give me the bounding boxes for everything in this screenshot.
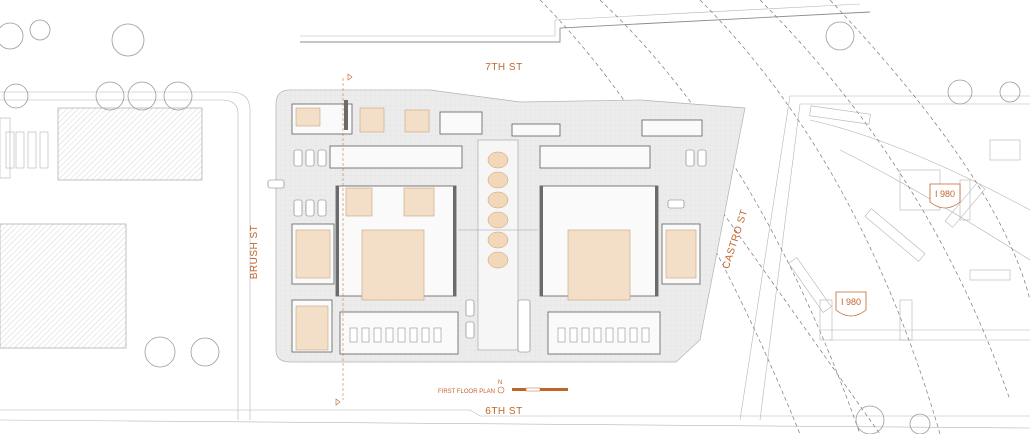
highway-shield-bottom: I 980	[835, 291, 867, 317]
scale-bar	[512, 387, 568, 392]
north-arrow-icon	[497, 386, 505, 394]
street-label-brush: BRUSH ST	[249, 225, 260, 280]
street-label-7th: 7TH ST	[485, 62, 522, 73]
left-housing-block	[291, 145, 463, 355]
street-label-castro: CASTRO ST	[721, 208, 751, 270]
neighbor-buildings	[0, 105, 1021, 349]
right-housing-block	[539, 145, 701, 355]
trees	[0, 19, 1021, 434]
highway-shield-top: I 980	[929, 183, 961, 209]
road-network	[0, 3, 1030, 429]
central-spine	[458, 139, 538, 351]
plan-title: FIRST FLOOR PLAN	[438, 389, 495, 395]
plan-legend: FIRST FLOOR PLAN N	[438, 380, 568, 395]
highway-shield-bottom-label: I 980	[841, 297, 861, 307]
top-buildings	[291, 100, 703, 137]
section-markers	[335, 73, 353, 406]
parked-cars	[267, 149, 707, 353]
highway-shield-top-label: I 980	[935, 189, 955, 199]
street-label-6th: 6TH ST	[485, 406, 522, 417]
north-label: N	[498, 380, 502, 386]
